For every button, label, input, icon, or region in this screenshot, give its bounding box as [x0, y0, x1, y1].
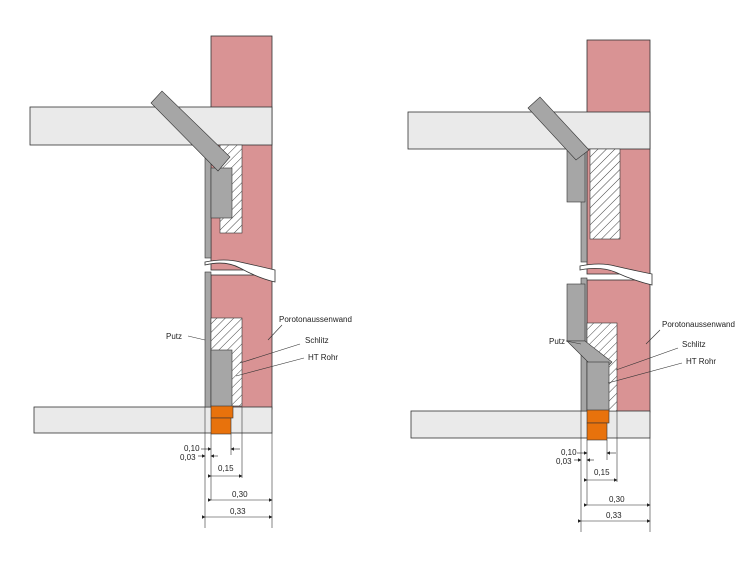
left-dim-010: 0,10 — [184, 444, 200, 453]
left-dim-033: 0,33 — [230, 507, 246, 516]
left-dim-003: 0,03 — [180, 453, 196, 462]
right-detail: Putz Porotonaussenwand Schlitz HT Rohr 0… — [407, 39, 735, 532]
left-leader-putz — [187, 335, 206, 341]
left-label-slot: Schlitz — [305, 336, 329, 345]
right-ht-pipe-bottom — [586, 422, 608, 441]
right-pipe-offset — [566, 283, 586, 342]
left-label-wall: Porotonaussenwand — [279, 315, 352, 324]
left-pipe-lower — [210, 349, 233, 408]
right-dim-003: 0,03 — [556, 457, 572, 466]
right-slab-lower — [410, 410, 651, 439]
left-slab-upper — [29, 106, 273, 146]
left-leader-pipe — [235, 357, 305, 377]
left-detail: Putz Porotonaussenwand Schlitz HT Rohr 0… — [29, 35, 352, 528]
right-leader-pipe — [607, 362, 683, 384]
left-label-putz: Putz — [166, 332, 182, 341]
right-leader-wall — [645, 329, 661, 345]
right-leader-putz — [565, 340, 582, 345]
right-slot-upper — [589, 148, 621, 240]
right-ht-pipe-top — [586, 409, 610, 424]
left-dim-030: 0,30 — [232, 490, 248, 499]
right-label-wall: Porotonaussenwand — [662, 320, 735, 329]
right-dim-015: 0,15 — [594, 468, 610, 477]
left-ht-pipe-top — [210, 405, 234, 419]
right-pipe-lower — [586, 361, 610, 412]
left-pipe-elbow — [150, 90, 231, 172]
left-leader-slot — [239, 343, 301, 364]
right-leader-slot — [615, 347, 679, 371]
left-leader-wall — [267, 324, 283, 341]
right-dim-033: 0,33 — [606, 511, 622, 520]
left-plaster-lower — [204, 271, 212, 408]
left-ht-pipe-bottom — [210, 417, 232, 435]
right-label-putz: Putz — [549, 337, 565, 346]
right-dim-010: 0,10 — [561, 448, 577, 457]
left-pipe-upper — [210, 167, 233, 219]
right-label-slot: Schlitz — [682, 340, 706, 349]
left-label-pipe: HT Rohr — [308, 353, 338, 362]
left-break-line — [204, 259, 276, 283]
right-dim-030: 0,30 — [609, 495, 625, 504]
right-pipe-elbow — [527, 96, 590, 161]
right-label-pipe: HT Rohr — [686, 357, 716, 366]
left-dim-015: 0,15 — [218, 464, 234, 473]
right-slab-upper — [407, 111, 651, 150]
left-slab-lower — [33, 406, 273, 434]
right-break-line — [579, 263, 653, 286]
